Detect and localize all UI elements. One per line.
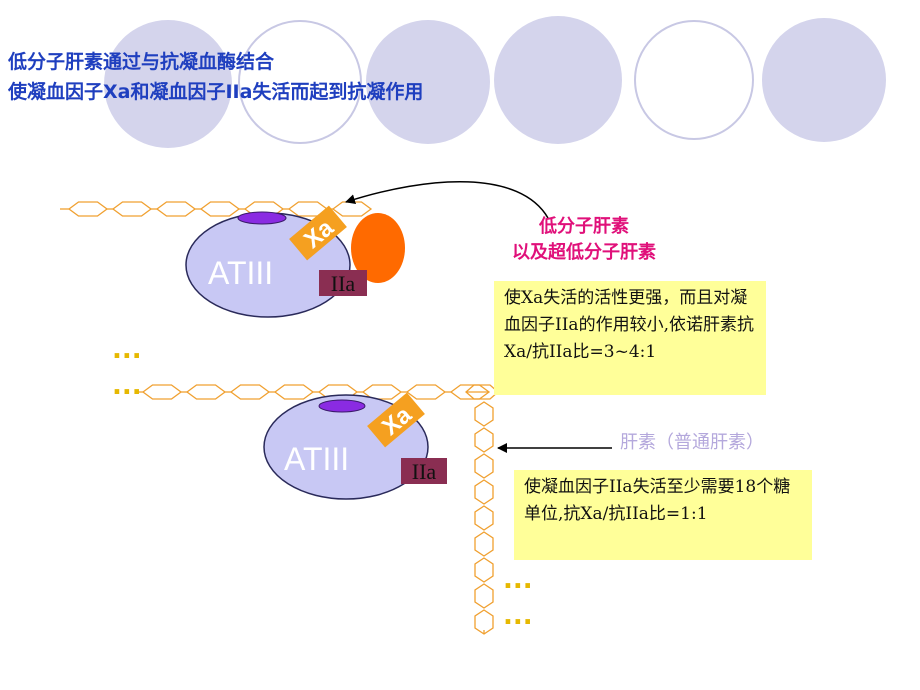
xa-box-top [289,205,347,261]
saccharide-unit [474,505,494,531]
iia-label-top: IIa [331,271,356,296]
saccharide-unit [185,384,227,400]
atiii-complex-top: ATIII Xa IIa [185,205,405,318]
saccharide-unit [331,201,373,217]
ellipsis-4: ... [503,601,533,631]
title-line-1: 低分子肝素通过与抗凝血酶结合 [8,51,275,73]
iia-label-bottom: IIa [412,459,437,484]
saccharide-unit [474,401,494,427]
atiii-complex-bottom: ATIII Xa IIa [263,392,447,500]
saccharide-unit [474,583,494,609]
ellipsis-1: ... [112,335,142,365]
saccharide-unit [199,201,241,217]
saccharide-unit [474,557,494,583]
iia-box-bottom [401,458,447,484]
title-line-2: 使凝血因子Xa和凝血因子IIa失活而起到抗凝作用 [8,81,424,103]
saccharide-unit [474,427,494,453]
saccharide-unit [67,201,109,217]
lmwh-label-line-2: 以及超低分子肝素 [512,242,656,263]
saccharide-unit [111,201,153,217]
saccharide-unit [229,384,271,400]
ellipsis-2: ... [112,371,142,401]
saccharide-unit [474,453,494,479]
heparin-note: 使凝血因子IIa失活至少需要18个糖单位,抗Xa/抗IIa比=1:1 [514,470,812,560]
lmwh-note: 使Xa失活的活性更强，而且对凝血因子IIa的作用较小,依诺肝素抗Xa/抗IIa比… [494,281,766,395]
saccharide-unit [273,384,315,400]
decorative-circle-4 [494,16,622,144]
decorative-circle-2 [238,20,362,144]
saccharide-unit [474,531,494,557]
atiii-label-bottom: ATIII [284,441,349,477]
ellipsis-3: ... [503,565,533,595]
lmwh-label-line-1: 低分子肝素 [539,216,629,237]
saccharide-unit [141,384,183,400]
thrombin-ball-top [351,213,405,283]
saccharide-unit [155,201,197,217]
xa-box-bottom [367,392,425,448]
decorative-circle-1 [104,20,232,148]
decorative-circle-6 [762,18,886,142]
binding-site-top [237,211,287,225]
saccharide-unit [474,479,494,505]
binding-site-bottom [318,399,366,413]
atiii-label-top: ATIII [208,255,273,291]
heparin-label: 肝素（普通肝素） [620,432,764,453]
lmwh-arrow [345,181,549,219]
decorative-circle-5 [634,20,754,140]
saccharide-unit [405,384,447,400]
decorative-circle-3 [366,20,490,144]
iia-box-top [319,270,367,296]
lmwh-label: 低分子肝素 以及超低分子肝素 [484,214,684,266]
